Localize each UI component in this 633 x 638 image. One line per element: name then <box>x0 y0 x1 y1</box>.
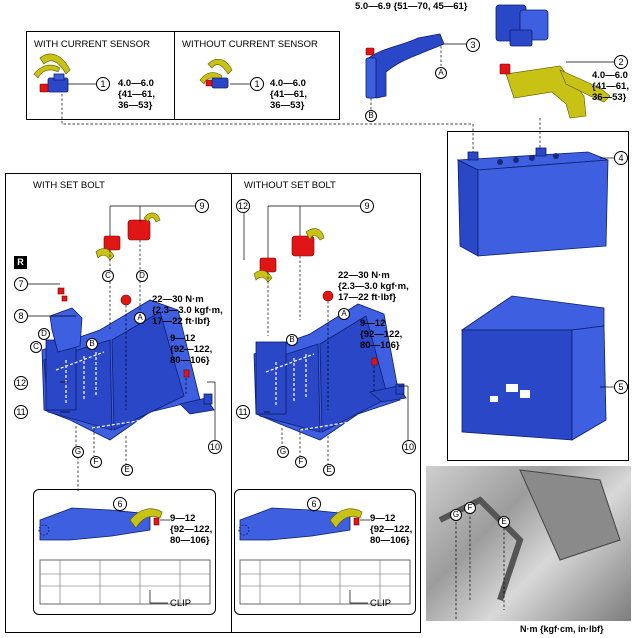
detail-torque-right-line2: {92—122, <box>370 524 413 535</box>
detail-art-right <box>238 507 411 605</box>
callout-11-right: 11 <box>236 405 250 419</box>
terminals-left <box>95 212 161 261</box>
set-bolt-left <box>120 294 132 306</box>
letter-g-left: G <box>72 446 84 458</box>
big-torque-left-line3: 17—22 ft·lbf} <box>152 316 211 327</box>
letter-d-left-2: D <box>38 328 50 340</box>
photo-letter-f: F <box>464 502 476 514</box>
torque-1b-line2: {41—61, <box>270 89 307 100</box>
letter-g-right: G <box>277 446 289 458</box>
callout-12-right: 12 <box>236 199 250 213</box>
torque-2-line2: {41—61, <box>592 81 629 92</box>
battery <box>456 147 609 257</box>
letter-e-right: E <box>323 464 335 476</box>
letter-b-left: B <box>86 338 98 350</box>
torque-1-line1: 4.0—6.0 <box>118 78 154 89</box>
letter-b-right: B <box>286 334 298 346</box>
battery-tray-left <box>41 299 201 441</box>
big-torque-right-line1: 22—30 N·m <box>338 270 390 281</box>
letter-a-top: A <box>435 67 447 79</box>
detail-torque-right-line3: 80—106} <box>370 535 410 546</box>
letter-f-right: F <box>295 456 307 468</box>
sensor-with-cable <box>33 53 71 93</box>
with-current-sensor-label: WITH CURRENT SENSOR <box>34 39 150 50</box>
letter-e-left: E <box>121 464 133 476</box>
battery-holder-left <box>49 307 83 353</box>
detail-torque-right-line1: 9—12 <box>370 513 396 524</box>
letter-a-right: A <box>338 308 350 320</box>
callout-12-left: 12 <box>14 376 28 390</box>
without-current-sensor-label: WITHOUT CURRENT SENSOR <box>182 39 318 50</box>
clip-label-left: CLIP <box>170 598 192 609</box>
torque-2-line1: 4.0—6.0 <box>592 70 628 81</box>
callout-1-without-sensor: 1 <box>250 77 264 91</box>
torque-1-line2: {41—61, <box>118 89 155 100</box>
callout-10-left: 10 <box>208 440 222 454</box>
detail-torque-left-line1: 9—12 <box>170 513 196 524</box>
small-torque-right-line2: {92—122, <box>360 329 403 340</box>
small-torque-right-line1: 9—12 <box>360 318 386 329</box>
torque-3-text: 5.0—6.9 {51—70, 45—61} <box>355 1 468 12</box>
photo-detail-lines <box>438 469 621 620</box>
clip-label-right: CLIP <box>370 598 392 609</box>
big-torque-left-line1: 22—30 N·m <box>152 294 204 305</box>
big-torque-right-line2: {2.3—3.0 kgf·m, <box>338 281 409 292</box>
callout-5: 5 <box>614 380 628 394</box>
callout-4: 4 <box>614 151 628 165</box>
with-set-bolt-label: WITH SET BOLT <box>33 180 105 191</box>
positive-terminal-cable <box>499 63 611 119</box>
big-torque-left-line2: {2.3—3.0 kgf·m, <box>152 305 223 316</box>
photo-letter-g: G <box>450 509 462 521</box>
torque-unit-note: N·m {kgf·cm, in·lbf} <box>520 624 604 634</box>
letter-c-left-2: C <box>30 341 42 353</box>
callout-8: 8 <box>14 309 28 323</box>
sensor-without-cable <box>199 58 233 89</box>
torque-1-line3: 36—53} <box>118 100 153 111</box>
callout-6-right: 6 <box>307 497 321 511</box>
detail-torque-left-line3: 80—106} <box>170 535 210 546</box>
detail-box-left <box>33 489 216 615</box>
small-torque-left-line2: {92—122, <box>170 344 213 355</box>
without-set-bolt-label: WITHOUT SET BOLT <box>244 180 336 191</box>
callout-2: 2 <box>614 55 628 69</box>
top-right-sensor <box>495 4 549 47</box>
callout-9-right: 9 <box>360 199 374 213</box>
callout-10-right: 10 <box>402 440 416 454</box>
detail-torque-left-line2: {92—122, <box>170 524 213 535</box>
tray-clip-left <box>179 393 215 415</box>
callout-7: 7 <box>14 277 28 291</box>
letter-b-top: B <box>365 110 377 122</box>
battery-cover <box>460 295 607 441</box>
torque-2-line3: 36—53} <box>592 92 627 103</box>
sensor-panel-divider <box>174 31 175 120</box>
callout-1-with-sensor: 1 <box>96 77 110 91</box>
small-torque-left-line3: 80—106} <box>170 355 210 366</box>
letter-f-left: F <box>90 456 102 468</box>
bolt-7-left <box>57 287 65 295</box>
small-torque-right-line3: 80—106} <box>360 340 400 351</box>
callout-3: 3 <box>466 38 480 52</box>
callout-6-left: 6 <box>113 497 127 511</box>
current-sensor-panel <box>26 31 340 120</box>
r-marker: R <box>14 256 27 269</box>
battery-tray-right <box>253 303 401 441</box>
photo-letter-e: E <box>498 516 510 528</box>
letter-d-left: D <box>136 270 148 282</box>
letter-a-left: A <box>134 312 146 324</box>
set-bolt-right <box>322 290 334 302</box>
battery-clamp <box>365 33 445 99</box>
callout-9-left: 9 <box>195 199 209 213</box>
letter-c-left: C <box>102 270 114 282</box>
small-torque-left-line1: 9—12 <box>170 333 196 344</box>
big-torque-right-line3: 17—22 ft·lbf} <box>338 292 397 303</box>
detail-art-left <box>38 507 211 605</box>
terminals-right <box>253 228 325 283</box>
tray-clip-right <box>369 383 407 403</box>
set-bolt-divider <box>231 173 232 633</box>
detail-box-right <box>234 489 416 615</box>
torque-1b-line3: 36—53} <box>270 100 305 111</box>
torque-1b-line1: 4.0—6.0 <box>270 78 306 89</box>
callout-11-left: 11 <box>14 405 28 419</box>
